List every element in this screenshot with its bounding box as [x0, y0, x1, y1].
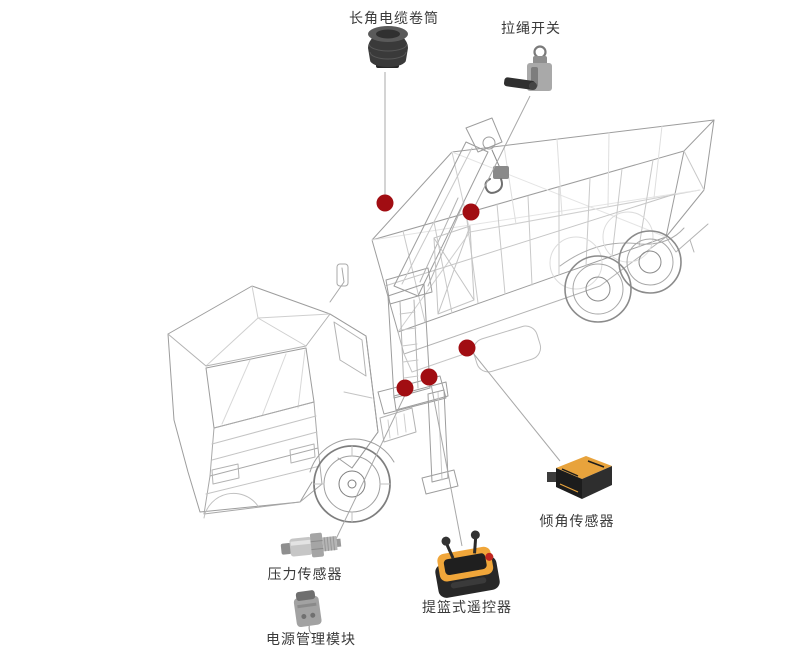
label-pressure-sensor: 压力传感器: [267, 567, 343, 583]
label-tilt-sensor: 倾角传感器: [539, 514, 615, 530]
label-power-module: 电源管理模块: [266, 632, 356, 648]
power-module-icon: [293, 590, 322, 635]
connector-pull-switch: [474, 95, 531, 207]
chassis-lines: [397, 227, 685, 373]
connector-lines: [335, 72, 561, 547]
component-markers: [376, 194, 480, 397]
crane-lines: [377, 117, 509, 415]
connector-pressure-sensor: [335, 392, 407, 540]
connector-basket-remote: [430, 383, 463, 547]
component-marker: [458, 339, 476, 357]
component-marker: [462, 203, 480, 221]
pull-rope-switch-icon: [503, 45, 552, 91]
component-marker: [376, 194, 394, 212]
component-marker: [420, 368, 438, 386]
cable-reel-icon: [368, 26, 408, 68]
basket-remote-icon: [435, 530, 500, 598]
cargo-bed-lines: [371, 119, 715, 333]
pressure-sensor-icon: [280, 532, 342, 558]
label-pull-rope-switch: 拉绳开关: [501, 21, 561, 37]
rear-wheels: [549, 211, 682, 323]
outrigger-lines: [393, 381, 459, 495]
component-marker: [396, 379, 414, 397]
truck-wireframe: [167, 117, 715, 523]
label-cable-reel: 长角电缆卷筒: [349, 11, 439, 27]
tilt-sensor-icon: [547, 456, 612, 499]
front-wheel: [309, 438, 395, 523]
label-basket-remote: 提篮式遥控器: [422, 600, 512, 616]
cab-lines: [167, 263, 379, 519]
connector-tilt-sensor: [472, 352, 561, 462]
